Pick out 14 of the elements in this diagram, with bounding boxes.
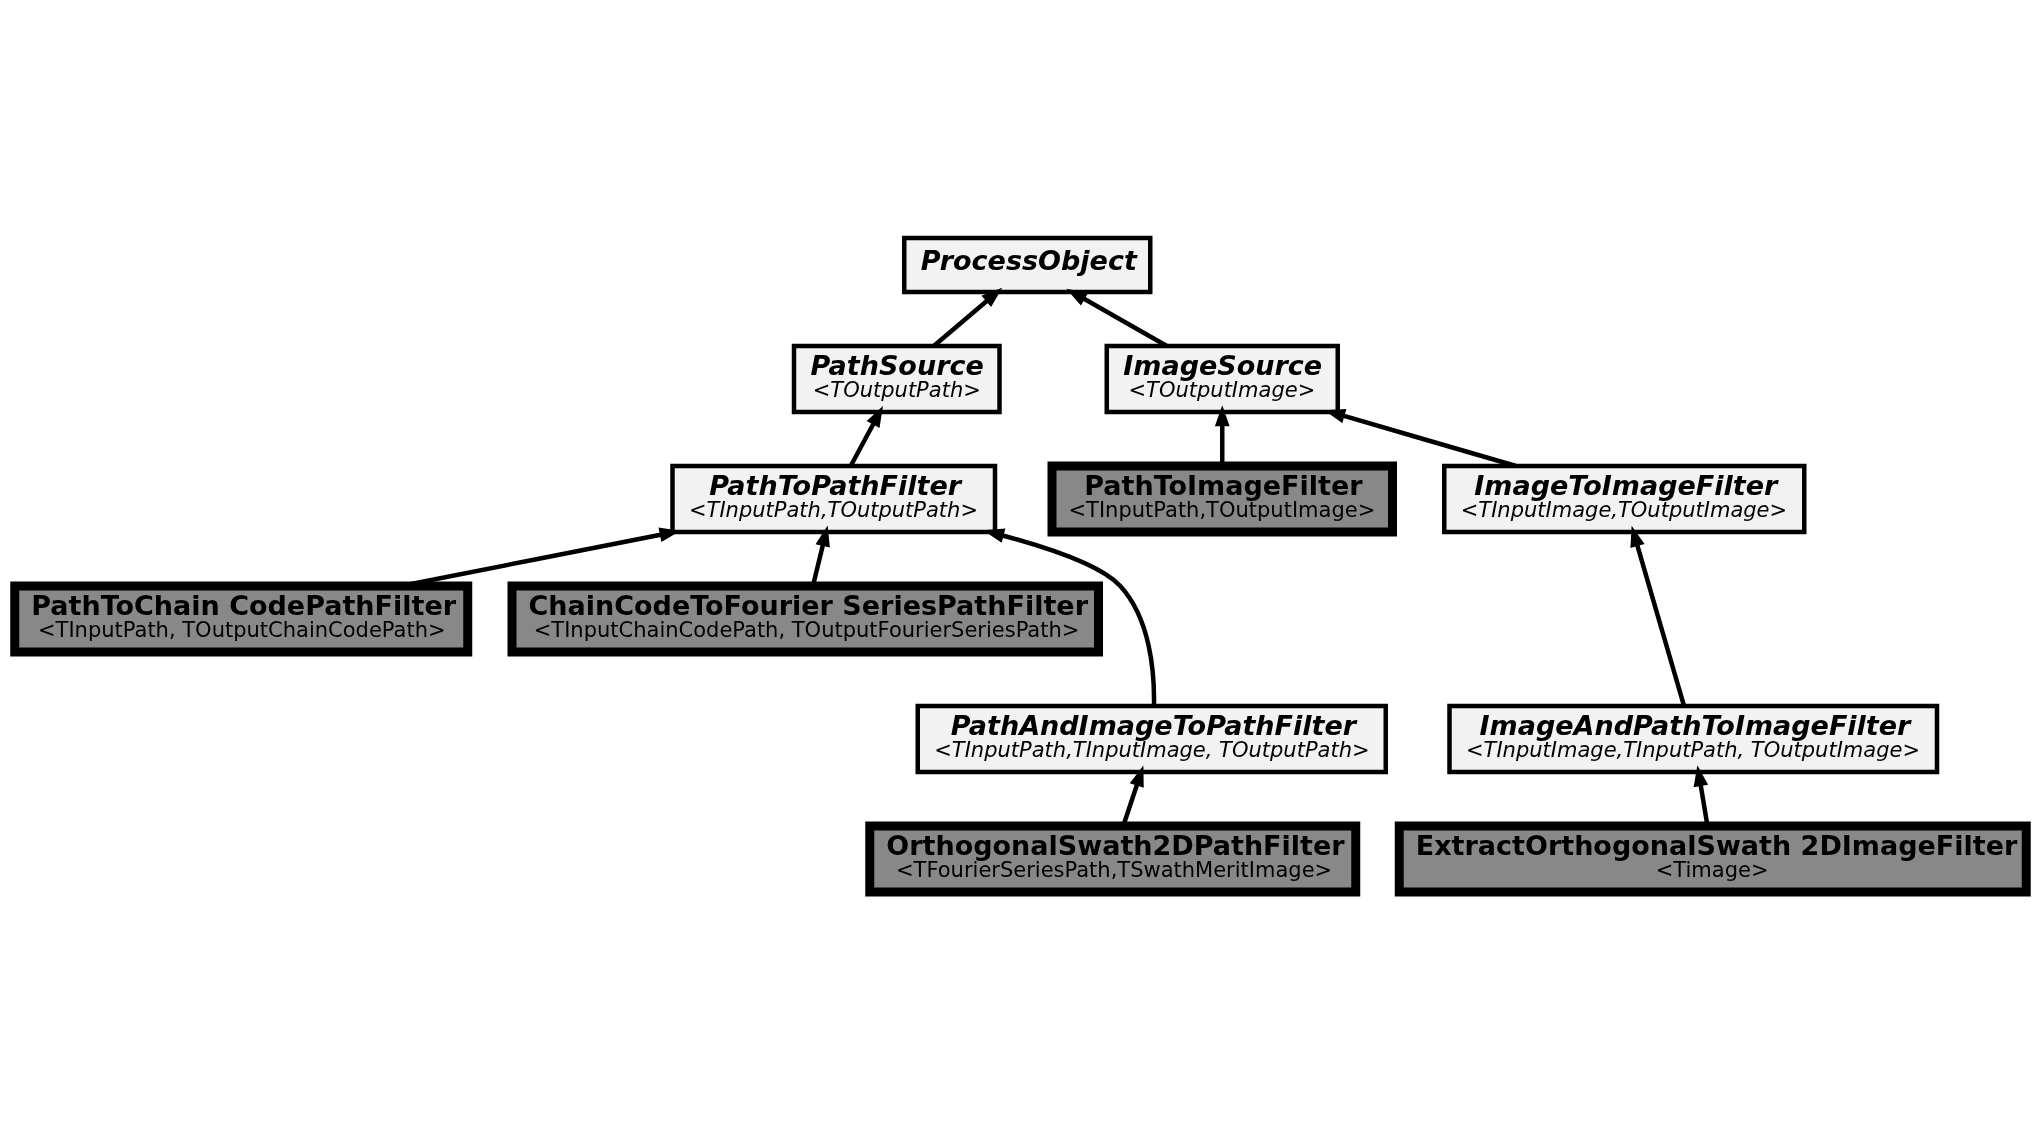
node-box: PathToImageFilter <TInputPath,TOutputImage> [1047,461,1397,536]
node-box: ImageToImageFilter <TInputImage,TOutputImage> [1442,463,1807,534]
node-box: ImageSource <TOutputImage> [1104,343,1340,414]
node-box: ProcessObject [902,235,1153,294]
node-box: ChainCodeToFourier SeriesPathFilter <TInputChainCodePath, TOutputFourierSeriesPath> [507,581,1103,656]
node-box: PathSource <TOutputPath> [791,343,1002,414]
node-box: OrthogonalSwath2DPathFilter <TFourierSeriesPath,TSwathMeritImage> [865,821,1361,896]
arrow [1630,525,1687,706]
node-box: PathToPathFilter <TInputPath,TOutputPath> [670,463,998,534]
node-box: ExtractOrthogonalSwath 2DImageFilter <Timage> [1394,821,2031,896]
node-box: PathToChain CodePathFilter <TInputPath, TOutputChainCodePath> [10,581,473,656]
node-box: ImageAndPathToImageFilter <TInputImage,TInputPath, TOutputImage> [1447,703,1940,774]
arrow [849,405,883,467]
node-box: PathAndImageToPathFilter <TInputPath,TInputImage, TOutputPath> [915,703,1388,774]
